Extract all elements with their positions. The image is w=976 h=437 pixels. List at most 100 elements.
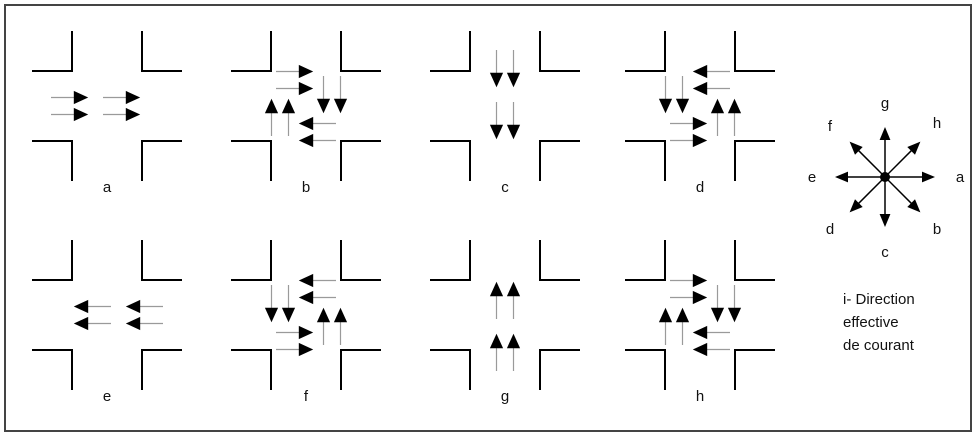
flow-arrowhead	[73, 107, 89, 122]
intersection-wall	[539, 140, 580, 181]
intersection-wall	[625, 31, 666, 72]
intersection-wall	[625, 349, 666, 390]
caption: i- Direction effective de courant	[843, 291, 915, 354]
flow-arrowhead	[316, 98, 331, 114]
panel-label-e: e	[103, 388, 111, 405]
panel-label-f: f	[304, 388, 309, 405]
compass-arrowhead-h	[907, 141, 921, 155]
flow-arrowhead	[281, 307, 296, 323]
flow-arrowhead	[489, 281, 504, 297]
compass-ray-h	[884, 148, 914, 178]
flow-arrowhead	[692, 290, 708, 305]
flow-arrowhead	[298, 273, 314, 288]
intersection-wall	[340, 31, 381, 72]
compass-label-c: c	[881, 244, 889, 261]
compass-ray-d	[856, 176, 886, 206]
caption-line-1: i- Direction	[843, 291, 915, 308]
intersection-wall	[141, 140, 182, 181]
intersection-wall	[231, 240, 272, 281]
panel-label-d: d	[696, 179, 704, 196]
flow-arrowhead	[658, 307, 673, 323]
intersection-wall	[734, 349, 775, 390]
flow-arrowhead	[264, 307, 279, 323]
compass-arrowhead-e	[835, 171, 848, 183]
flow-arrowhead	[692, 116, 708, 131]
flow-arrowhead	[298, 81, 314, 96]
panel-label-a: a	[103, 179, 112, 196]
intersection-wall	[32, 140, 73, 181]
intersection-wall	[734, 140, 775, 181]
intersection-wall	[430, 240, 471, 281]
flow-arrowhead	[73, 299, 89, 314]
intersection-wall	[430, 31, 471, 72]
compass-ray-f	[856, 148, 886, 178]
panel-label-b: b	[302, 179, 310, 196]
intersection-wall	[340, 140, 381, 181]
flow-arrowhead	[710, 307, 725, 323]
panel-label-g: g	[501, 388, 509, 405]
intersection-wall	[231, 31, 272, 72]
intersection-wall	[340, 240, 381, 281]
compass-label-b: b	[933, 221, 941, 238]
compass-arrowhead-b	[907, 199, 921, 213]
compass-arrowhead-f	[849, 141, 863, 155]
flow-arrowhead	[298, 133, 314, 148]
flow-arrowhead	[710, 98, 725, 114]
compass-label-e: e	[808, 169, 816, 186]
panel-f: f	[231, 240, 381, 405]
flow-arrowhead	[692, 133, 708, 148]
panel-d: d	[625, 31, 775, 196]
caption-line-3: de courant	[843, 337, 915, 354]
flow-arrowhead	[675, 98, 690, 114]
intersection-wall	[231, 349, 272, 390]
compass-arrowhead-a	[922, 171, 935, 183]
panel-label-h: h	[696, 388, 704, 405]
flow-arrowhead	[692, 273, 708, 288]
panel-h: h	[625, 240, 775, 405]
flow-arrowhead	[333, 307, 348, 323]
flow-arrowhead	[727, 98, 742, 114]
compass-arrowhead-c	[879, 214, 891, 227]
flow-arrowhead	[298, 116, 314, 131]
flow-arrowhead	[675, 307, 690, 323]
intersection-wall	[430, 140, 471, 181]
panel-e: e	[32, 240, 182, 405]
intersection-wall	[32, 31, 73, 72]
flow-arrowhead	[125, 90, 141, 105]
compass-label-a: a	[956, 169, 965, 186]
figure-frame	[4, 4, 972, 432]
flow-arrowhead	[125, 299, 141, 314]
compass-arrowhead-g	[879, 127, 891, 140]
intersection-wall	[32, 349, 73, 390]
compass-label-g: g	[881, 95, 889, 112]
flow-arrowhead	[316, 307, 331, 323]
flow-arrowhead	[73, 316, 89, 331]
flow-arrowhead	[506, 333, 521, 349]
flow-arrowhead	[73, 90, 89, 105]
compass-ray-b	[884, 176, 914, 206]
compass-label-f: f	[828, 118, 833, 135]
flow-arrowhead	[489, 72, 504, 88]
compass-label-d: d	[826, 221, 834, 238]
panel-label-c: c	[501, 179, 509, 196]
intersection-wall	[141, 31, 182, 72]
intersection-wall	[340, 349, 381, 390]
caption-line-2: effective	[843, 314, 899, 331]
panel-b: b	[231, 31, 381, 196]
flow-arrowhead	[281, 98, 296, 114]
intersection-wall	[625, 240, 666, 281]
intersection-wall	[141, 349, 182, 390]
intersection-wall	[539, 31, 580, 72]
flow-arrowhead	[692, 325, 708, 340]
flow-arrowhead	[727, 307, 742, 323]
flow-arrowhead	[489, 124, 504, 140]
intersection-wall	[430, 349, 471, 390]
flow-arrowhead	[298, 342, 314, 357]
flow-arrowhead	[692, 342, 708, 357]
compass-arrowhead-d	[849, 199, 863, 213]
flow-arrowhead	[125, 107, 141, 122]
flow-arrowhead	[506, 281, 521, 297]
flow-arrowhead	[658, 98, 673, 114]
flow-arrowhead	[506, 72, 521, 88]
panel-a: a	[32, 31, 182, 196]
